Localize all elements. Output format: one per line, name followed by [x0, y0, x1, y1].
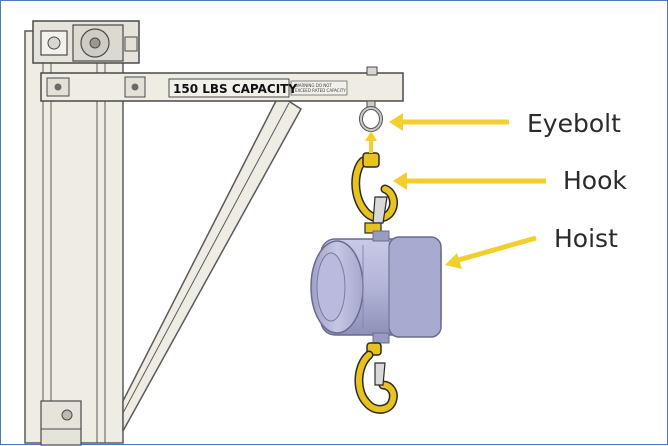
boom-arm [40, 66, 404, 102]
hook-label: Hook [563, 166, 627, 195]
hoist [310, 230, 442, 344]
hook-arrowhead [393, 172, 407, 190]
top-hook [351, 152, 398, 234]
callout-arrows [365, 113, 546, 269]
diagonal-brace [122, 93, 302, 432]
warning-label-line2: EXCEED RATED CAPACITY [295, 88, 346, 93]
bottom-hook [354, 342, 398, 414]
mast-top-bracket [32, 20, 140, 64]
eyebolt-arrowhead [389, 113, 403, 131]
capacity-label: 150 LBS CAPACITY [173, 82, 297, 96]
hoist-arrowhead [445, 253, 462, 269]
eyebolt [359, 100, 383, 132]
hook-to-eyebolt-arrowhead [365, 131, 377, 141]
eyebolt-label: Eyebolt [527, 109, 621, 138]
mast-base-bracket [40, 400, 82, 446]
warning-label-line1: WARNING DO NOT [295, 83, 332, 88]
hoist-label: Hoist [554, 224, 618, 253]
